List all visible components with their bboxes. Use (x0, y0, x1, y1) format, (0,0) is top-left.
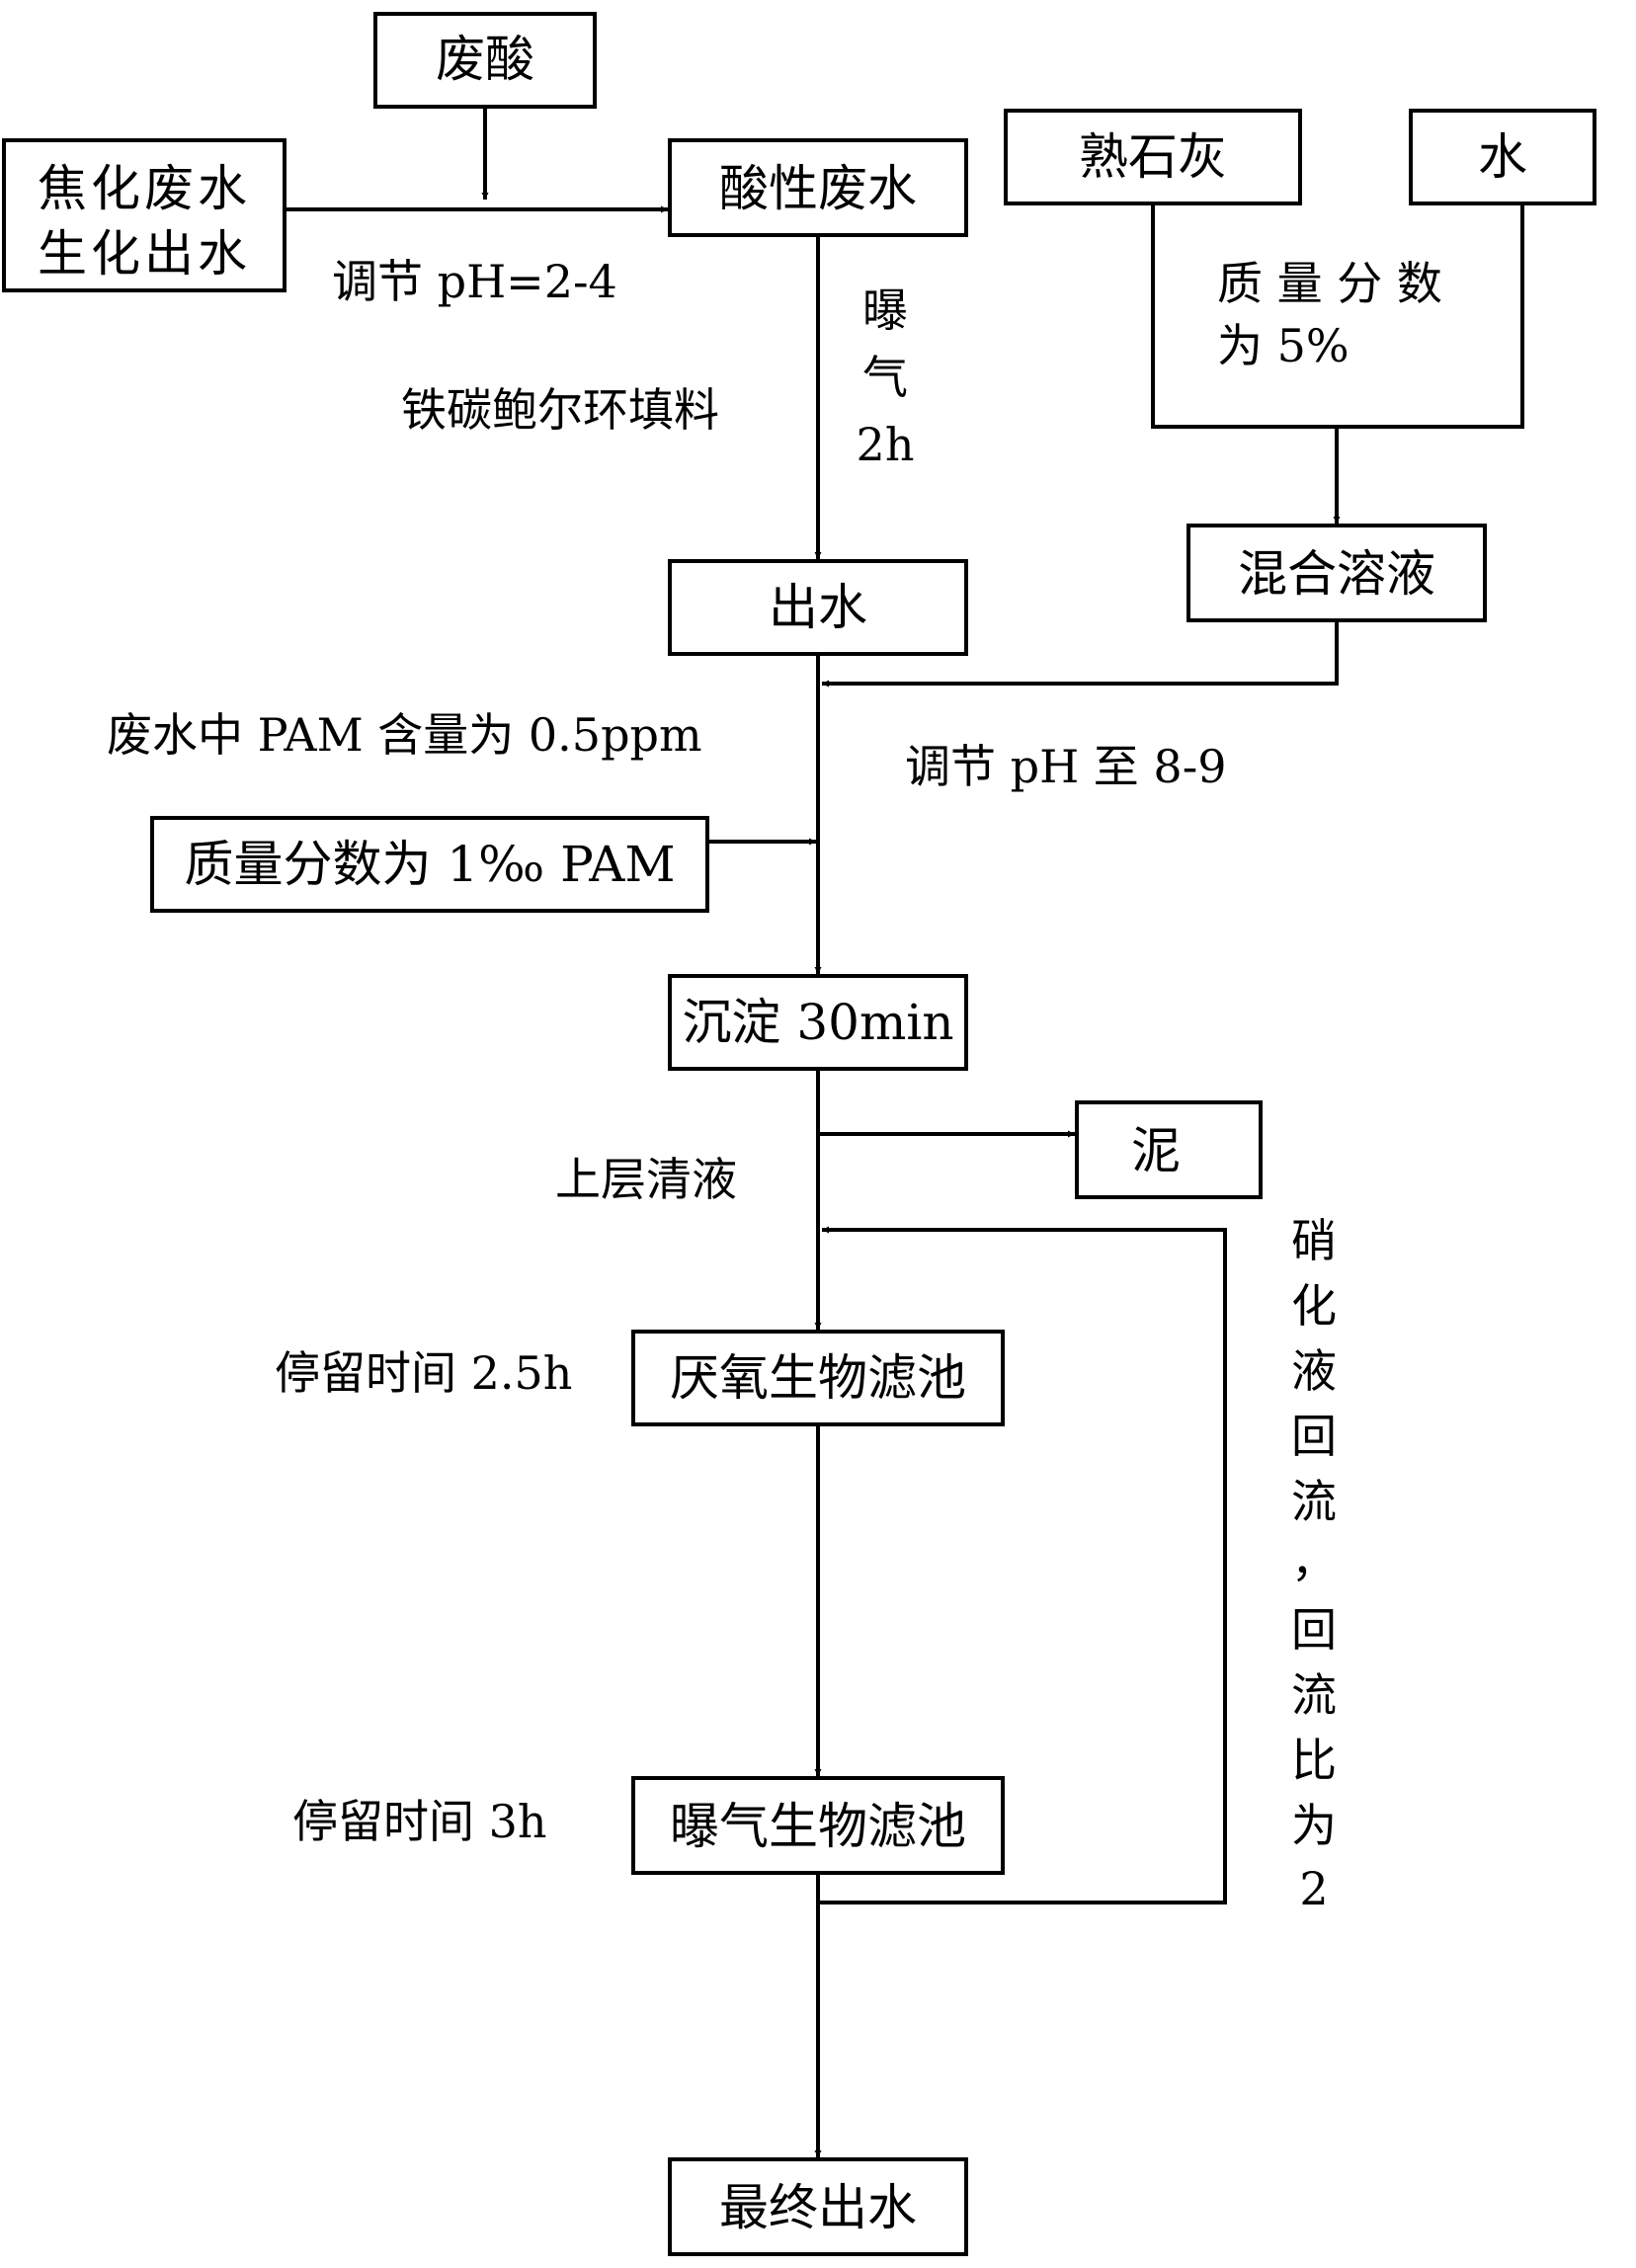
box-coking-wastewater: 焦化废水 生化出水 (2, 138, 286, 292)
box-waste-acid-label: 废酸 (436, 31, 534, 88)
label-recycle-char-5: 流 (1291, 1475, 1337, 1528)
label-adjust-ph-base: 调节 pH 至 8-9 (905, 740, 1227, 793)
label-recycle-char-10: 为 (1291, 1799, 1337, 1852)
label-aeration-char-1: 曝 (862, 284, 908, 337)
label-recycle-char-11: 2 (1299, 1862, 1328, 1915)
label-iron-carbon-packing: 铁碳鲍尔环填料 (401, 383, 719, 437)
box-anaerobic-filter-label: 厌氧生物滤池 (670, 1349, 966, 1407)
box-final-effluent: 最终出水 (668, 2157, 968, 2256)
box-water: 水 (1409, 109, 1596, 205)
box-water-label: 水 (1478, 128, 1527, 186)
label-supernatant: 上层清液 (555, 1153, 737, 1206)
label-recycle-char-8: 流 (1291, 1668, 1337, 1722)
box-coking-wastewater-label-1: 焦化废水 (38, 160, 251, 217)
label-recycle-char-1: 硝 (1291, 1214, 1337, 1267)
box-pam-solution: 质量分数为 1‰ PAM (150, 816, 709, 913)
box-aerated-filter: 曝气生物滤池 (631, 1776, 1005, 1875)
label-recycle-char-9: 比 (1291, 1734, 1337, 1787)
label-retention-anaerobic: 停留时间 2.5h (275, 1346, 572, 1400)
box-mixed-solution-label: 混合溶液 (1238, 545, 1435, 603)
merge-lime-water (1151, 203, 1524, 429)
box-anaerobic-filter: 厌氧生物滤池 (631, 1330, 1005, 1426)
label-retention-aerated: 停留时间 3h (292, 1795, 547, 1848)
label-recycle-char-7: 回 (1291, 1603, 1337, 1657)
box-pam-solution-label: 质量分数为 1‰ PAM (184, 836, 675, 893)
box-acidic-wastewater: 酸性废水 (668, 138, 968, 237)
box-mixed-solution: 混合溶液 (1186, 524, 1487, 622)
box-aerated-filter-label: 曝气生物滤池 (670, 1798, 966, 1855)
label-recycle-char-4: 回 (1291, 1410, 1337, 1463)
box-slaked-lime-label: 熟石灰 (1079, 128, 1227, 186)
box-sedimentation-label: 沉淀 30min (682, 994, 953, 1051)
box-slaked-lime: 熟石灰 (1004, 109, 1302, 205)
box-effluent-label: 出水 (769, 579, 867, 636)
label-lime-fraction-1: 质 量 分 数 (1217, 257, 1442, 310)
arrow-recycle-loop (818, 1226, 1227, 1904)
label-aeration-char-2: 气 (862, 351, 908, 404)
box-sedimentation: 沉淀 30min (668, 974, 968, 1071)
label-recycle-char-6: ， (1291, 1534, 1337, 1587)
box-sludge-label: 泥 (1131, 1122, 1181, 1179)
label-recycle-char-3: 液 (1291, 1344, 1337, 1398)
label-aeration-char-3: 2h (857, 418, 915, 471)
label-lime-fraction-2: 为 5% (1217, 319, 1350, 372)
label-adjust-ph-acid: 调节 pH=2-4 (332, 255, 617, 308)
box-acidic-wastewater-label: 酸性废水 (719, 160, 917, 217)
box-final-effluent-label: 最终出水 (719, 2179, 917, 2236)
box-waste-acid: 废酸 (373, 12, 597, 109)
box-coking-wastewater-label-2: 生化出水 (38, 225, 251, 283)
arrow-mixed-to-main (822, 620, 1339, 688)
box-sludge: 泥 (1075, 1100, 1263, 1199)
box-effluent: 出水 (668, 559, 968, 656)
label-recycle-char-2: 化 (1291, 1279, 1337, 1333)
label-pam-content: 废水中 PAM 含量为 0.5ppm (107, 708, 702, 762)
